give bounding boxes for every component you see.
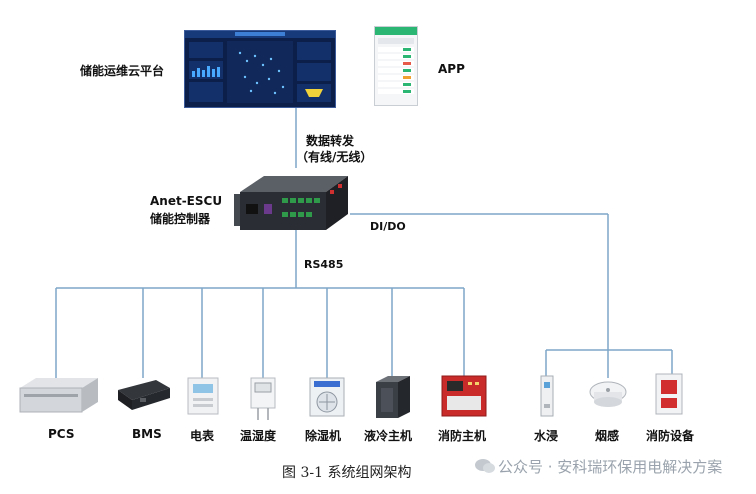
- device-label-water-leak: 水浸: [534, 429, 559, 443]
- app-label: APP: [438, 62, 465, 76]
- wechat-icon: [474, 457, 496, 479]
- watermark-text: 公众号 · 安科瑞环保用电解决方案: [498, 458, 723, 476]
- device-label-pcs: PCS: [48, 427, 75, 441]
- device-label-bms: BMS: [132, 427, 162, 441]
- device-label-fire-equipment: 消防设备: [646, 429, 695, 443]
- transfer-label-line1: 数据转发: [306, 134, 355, 148]
- dashboard-graphic: [185, 31, 335, 103]
- dido-label: DI/DO: [370, 220, 406, 233]
- device-label-smoke-detector: 烟感: [595, 429, 620, 443]
- phone-graphic: [375, 27, 417, 94]
- cloud-platform-label: 储能运维云平台: [80, 64, 165, 78]
- rs485-label: RS485: [304, 258, 344, 271]
- meter-icon: [187, 377, 219, 415]
- water-leak-sensor-icon: [540, 375, 554, 417]
- bms-icon: [118, 380, 170, 410]
- controller-name-label: 储能控制器: [150, 212, 211, 226]
- pcs-icon: [19, 378, 98, 413]
- controller-device-icon: [234, 176, 348, 230]
- figure-caption: 图 3-1 系统组网架构: [282, 465, 412, 481]
- device-label-meter: 电表: [190, 429, 215, 443]
- device-label-liquid-chiller: 液冷主机: [364, 429, 413, 443]
- device-label-fire-control-host: 消防主机: [438, 429, 487, 443]
- device-label-thermo-hygrometer: 温湿度: [240, 429, 277, 443]
- transfer-label-line2: （有线/无线）: [296, 150, 373, 164]
- cloud-platform-image: [184, 30, 336, 108]
- dehumidifier-icon: [309, 377, 345, 417]
- app-image: [374, 26, 418, 106]
- device-label-dehumidifier: 除湿机: [305, 429, 342, 443]
- liquid-chiller-icon: [376, 376, 410, 418]
- smoke-detector-icon: [589, 381, 627, 407]
- controller-model-label: Anet-ESCU: [150, 194, 223, 208]
- fire-control-host-icon: [441, 375, 487, 417]
- fire-equipment-icon: [655, 373, 683, 415]
- thermo-hygrometer-icon: [250, 377, 276, 420]
